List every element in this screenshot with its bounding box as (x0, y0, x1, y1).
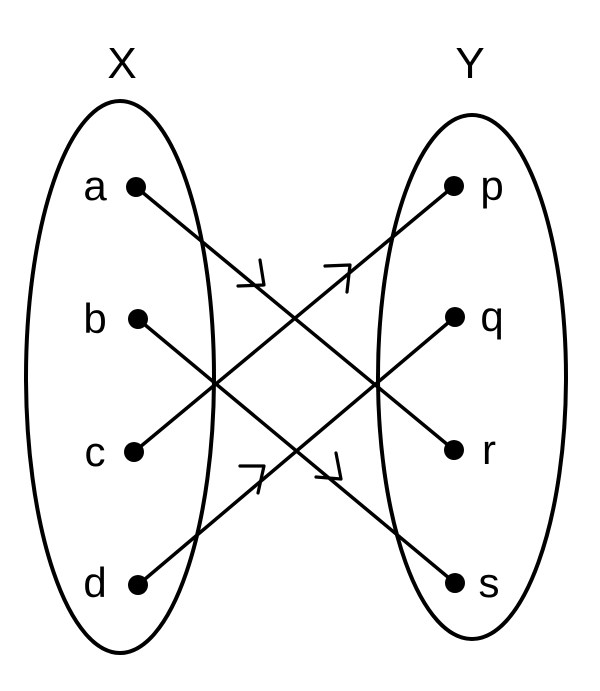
set-y-label: Y (455, 39, 484, 88)
element-b-dot (128, 309, 148, 329)
element-r-label: r (482, 426, 496, 473)
element-a-label: a (83, 162, 107, 209)
element-s-label: s (479, 559, 500, 606)
mapping-line-d-q (136, 315, 457, 587)
element-s-dot (445, 573, 465, 593)
element-a-dot (126, 177, 146, 197)
arrow-a-r-icon (236, 258, 266, 288)
set-y-ellipse (376, 113, 568, 641)
element-r-dot (444, 440, 464, 460)
arrow-b-s-icon (314, 451, 343, 481)
element-c-dot (124, 442, 144, 462)
arrow-d-q-icon (238, 464, 266, 495)
element-p-label: p (480, 162, 503, 209)
element-b-label: b (83, 295, 106, 342)
element-d-label: d (83, 559, 106, 606)
set-x-ellipse (24, 99, 216, 655)
element-d-dot (128, 575, 148, 595)
element-c-label: c (85, 428, 106, 475)
element-q-label: q (480, 293, 503, 340)
element-p-dot (444, 176, 464, 196)
mapping-line-c-p (132, 184, 456, 454)
element-q-dot (445, 307, 465, 327)
arrow-c-p-icon (323, 263, 352, 294)
set-x-label: X (107, 39, 136, 88)
